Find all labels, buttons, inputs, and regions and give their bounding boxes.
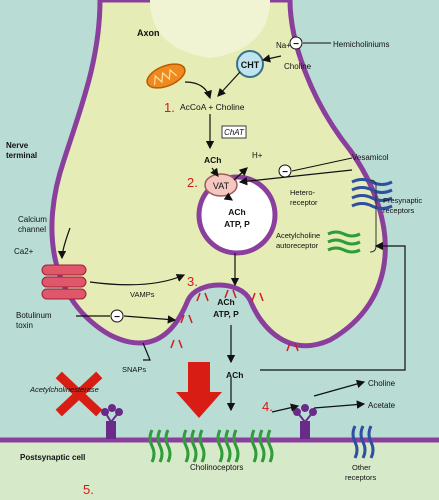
inhibit-symbol-botulinum: − (114, 312, 120, 323)
vat-transporter (204, 173, 238, 197)
hemicholiniums-label: Hemicholiniums (333, 40, 389, 49)
ach-cleft-label: ACh (226, 370, 243, 380)
autoreceptor-icon (327, 230, 361, 254)
nerve-terminal-label-1: Nerve (6, 141, 29, 150)
cht-label: CHT (241, 60, 260, 70)
vamp-markers (170, 289, 299, 352)
cholinoceptors (148, 429, 274, 463)
axon-region (150, 0, 270, 58)
cht-transporter (236, 50, 264, 78)
presynaptic-label-1: Presynaptic (383, 196, 422, 205)
ach-auto-label-1: Acetylcholine (276, 231, 320, 240)
ca2-label: Ca2+ (14, 247, 34, 256)
vesicle-ach-label: ACh (228, 207, 245, 217)
presynaptic-label-2: receptors (383, 206, 415, 215)
postsynaptic-label: Postsynaptic cell (20, 453, 85, 462)
hetero-label-1: Hetero- (290, 188, 316, 197)
botulinum-label-2: toxin (16, 321, 33, 330)
calcium-channel-icon (41, 264, 87, 300)
h-plus-label: H+ (252, 151, 263, 160)
inhibitor-markers: − − − (110, 36, 303, 323)
ach-auto-label-2: autoreceptor (276, 241, 319, 250)
ach-top-label: ACh (204, 155, 221, 165)
presynaptic-bracket (369, 179, 377, 253)
chat-label: ChAT (224, 128, 245, 137)
cholinoceptors-label: Cholinoceptors (190, 463, 243, 472)
step-5-annotation: 5. (83, 482, 94, 497)
other-receptors-icon (351, 425, 375, 459)
botulinum-label-1: Botulinum (16, 311, 52, 320)
step-3-annotation: 3. (187, 274, 198, 289)
step-2-annotation: 2. (187, 175, 198, 190)
calcium-label-1: Calcium (18, 215, 47, 224)
vat-label: VAT (213, 181, 230, 191)
fusion-ach-label: ACh (217, 297, 234, 307)
step-4-annotation: 4. (262, 399, 273, 414)
mitochondrion-icon (146, 63, 186, 89)
inhibit-symbol-cht: − (293, 39, 299, 50)
x-mark-icon (55, 371, 103, 417)
vesamicol-line (291, 157, 353, 172)
other-receptors-label-2: receptors (345, 473, 377, 482)
fusion-atp-label: ATP, P (213, 309, 239, 319)
chat-box (221, 125, 247, 139)
acetate-label: Acetate (368, 401, 396, 410)
choline-top-label: Choline (284, 62, 312, 71)
flow-arrows (57, 54, 406, 413)
hetero-label-2: receptor (290, 198, 318, 207)
snaps-label: SNAPs (122, 365, 146, 374)
acoa-choline-label: AcCoA + Choline (180, 102, 245, 112)
choline-bottom-label: Choline (368, 379, 396, 388)
nerve-terminal-label-2: terminal (6, 151, 37, 160)
acetylcholinesterase-label: Acetylcholinesterase (29, 385, 99, 394)
vesamicol-label: Vesamicol (352, 153, 389, 162)
other-receptors-label-1: Other (352, 463, 371, 472)
calcium-label-2: channel (18, 225, 46, 234)
axon-label: Axon (137, 28, 160, 38)
vamps-label: VAMPs (130, 290, 155, 299)
step-1-annotation: 1. (164, 100, 175, 115)
vesicle-atp-label: ATP, P (224, 219, 250, 229)
heteroreceptor-icon (351, 178, 393, 210)
inhibit-symbol-vat: − (282, 167, 288, 178)
na-label: Na+ (276, 41, 291, 50)
down-arrow-icon (176, 362, 222, 418)
